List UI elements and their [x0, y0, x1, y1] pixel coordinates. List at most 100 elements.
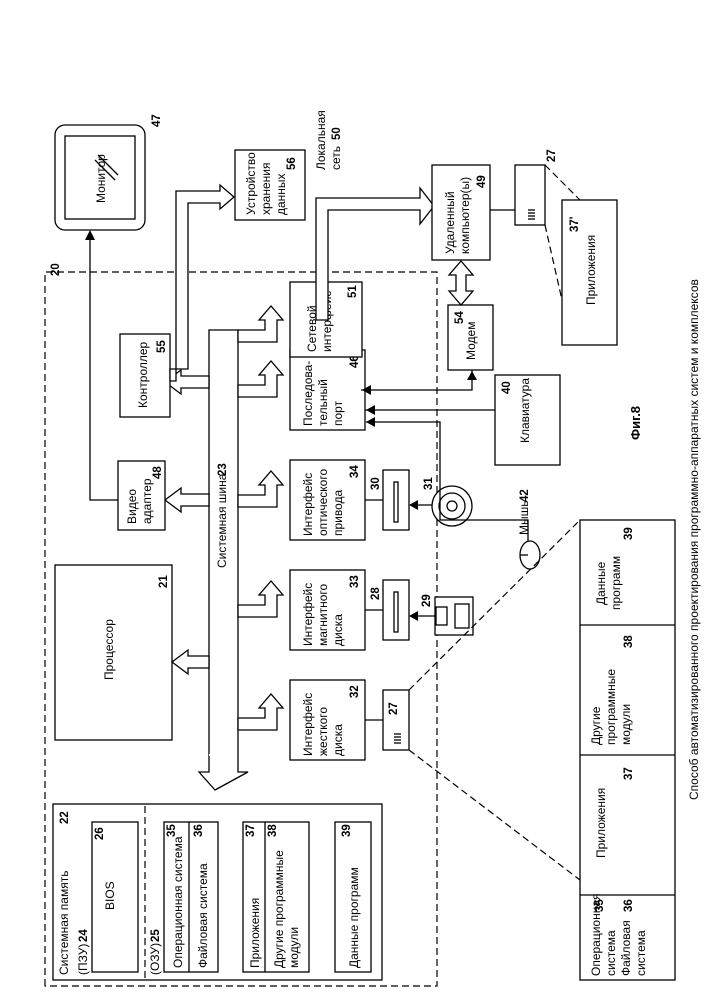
optical-arrow-icon: [409, 500, 418, 510]
bus-branch-fdd-interface: [238, 581, 283, 617]
lan-line2: сеть: [329, 146, 343, 170]
ram-number: 25: [150, 929, 162, 942]
hdd-os-line2: система: [604, 930, 618, 976]
bios-label: BIOS: [103, 881, 117, 910]
fdd-interface-line2: магнитного: [316, 583, 330, 646]
mouse-arrow: [366, 417, 375, 427]
hdd-fs-line2: система: [634, 930, 648, 976]
hdd-interface-line2: жесткого: [316, 707, 330, 756]
hdd-modules-line3: модули: [619, 704, 633, 745]
serial-port-line2: тельный: [316, 379, 330, 426]
computer-number: 20: [50, 263, 62, 276]
hdd-modules-line2: программные: [604, 669, 618, 745]
floppy-disk-number: 29: [421, 594, 433, 607]
remote-callout-line-1: [545, 225, 562, 300]
fdd-interface-line3: диска: [331, 614, 345, 646]
remote-apps-number: 37': [569, 216, 581, 232]
modem-number: 54: [454, 311, 466, 324]
network-interface-number: 51: [347, 285, 359, 298]
hdd-interface-line1: Интерфейс: [301, 693, 315, 756]
lan-number: 50: [331, 127, 343, 140]
floppy-shutter: [436, 607, 447, 625]
optical-disc-number: 31: [423, 477, 435, 490]
keyboard-arrow: [366, 405, 375, 415]
optical-interface-number: 34: [349, 465, 361, 478]
modem-arrow-device: [467, 371, 477, 380]
bus-branch-processor: [172, 650, 209, 674]
mouse-label: Мышь: [517, 501, 531, 536]
bus-branch-network-interface: [238, 306, 283, 342]
remote-hdd-number: 27: [546, 149, 558, 162]
hdd-interface-line3: диска: [331, 724, 345, 756]
remote-line2: компьютер(ы): [458, 177, 472, 254]
hdd-modules-line1: Другие: [589, 706, 603, 745]
mouse-number: 42: [519, 489, 531, 502]
floppy-slot: [394, 592, 398, 632]
system-memory-number: 22: [59, 811, 71, 824]
bus-branch-serial-port: [238, 361, 283, 397]
hdd-modules-number: 38: [623, 635, 635, 648]
bus-branch-hdd-interface: [238, 694, 283, 730]
processor-number: 21: [158, 575, 170, 588]
hdd-callout-line-1: [409, 750, 580, 880]
video-adapter-line1: Видео: [125, 489, 139, 524]
remote-apps-label: Приложения: [584, 235, 598, 305]
ram-modules-line1: Другие программные: [272, 850, 286, 968]
hdd-os-number: 35: [594, 899, 606, 912]
system-bus-number: 23: [217, 463, 229, 476]
bus-branch-video-adapter: [165, 488, 209, 512]
system-memory-title: Системная память: [57, 871, 71, 975]
hdd-fs-number: 36: [623, 899, 635, 912]
processor-label: Процессор: [102, 619, 116, 680]
ram-apps-label: Приложения: [248, 898, 262, 968]
storage-number: 56: [286, 157, 298, 170]
remote-callout-line-2: [545, 165, 580, 200]
controller-label: Контроллер: [136, 341, 150, 408]
ram-label: (ОЗУ): [148, 943, 162, 975]
optical-interface-line3: привода: [331, 489, 345, 536]
remote-number: 49: [476, 175, 488, 188]
video-adapter-number: 48: [152, 466, 164, 479]
hdd-fs-line1: Файловая: [619, 920, 633, 976]
rom-label: (ПЗУ): [76, 944, 90, 975]
system-memory: Системная память 22 (ПЗУ) 24 BIOS 26 (ОЗ…: [53, 804, 382, 980]
remote-line1: Удаленный: [443, 191, 457, 254]
keyboard-label: Клавиатура: [518, 378, 532, 443]
modem-link: [361, 370, 472, 390]
hdd-apps-number: 37: [623, 767, 635, 780]
ram-modules-line2: модули: [287, 927, 301, 968]
serial-port-line3: порт: [331, 400, 345, 426]
hdd-box: [383, 690, 409, 750]
figure-label: Фиг.8: [628, 406, 643, 440]
video-adapter-line2: адаптер: [140, 478, 154, 524]
floppy-label-area: [455, 604, 469, 628]
hdd-interface-number: 32: [349, 685, 361, 698]
keyboard-number: 40: [501, 381, 513, 394]
floppy-drive-number: 28: [370, 587, 382, 600]
ram-fs-label: Файловая система: [196, 863, 210, 968]
hdd-number: 27: [388, 702, 400, 715]
bios-number: 26: [94, 827, 106, 840]
optical-drive-number: 30: [370, 477, 382, 490]
hdd-data-line1: Данные: [594, 561, 608, 605]
monitor-link: [90, 238, 118, 500]
figure-caption: Способ автоматизированного проектировани…: [687, 279, 701, 800]
modem-label: Модем: [464, 322, 478, 360]
ram-os-label: Операционная система: [171, 836, 185, 968]
hdd-data-number: 39: [623, 527, 635, 540]
serial-port-line1: Последова-: [301, 361, 315, 426]
ram-apps-number: 37: [245, 824, 257, 837]
ram-fs-number: 36: [193, 824, 205, 837]
ram-data-number: 39: [341, 824, 353, 837]
modem-remote-link: [449, 261, 473, 305]
ram-modules-number: 38: [267, 824, 279, 837]
controller-number: 55: [156, 340, 168, 353]
monitor-number: 47: [151, 114, 163, 127]
storage-line1: Устройство: [244, 152, 258, 215]
optical-disc-hub: [447, 501, 457, 511]
hdd-data-line2: программ: [609, 556, 623, 610]
fdd-interface-line1: Интерфейс: [301, 583, 315, 646]
